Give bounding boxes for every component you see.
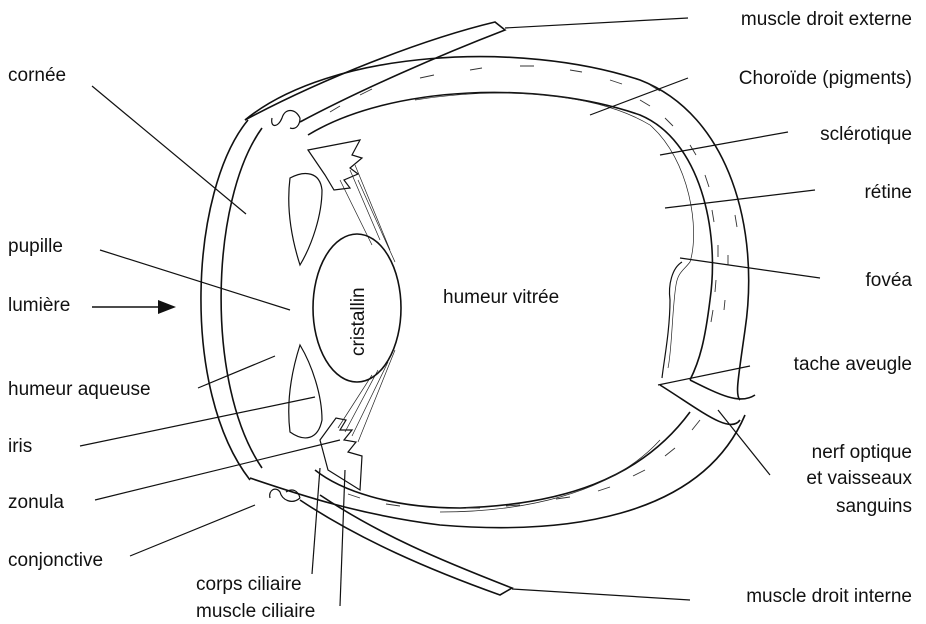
label-sclerotique: sclérotique bbox=[820, 124, 912, 145]
conjunctiva-upper bbox=[272, 111, 300, 129]
label-cornee: cornée bbox=[8, 65, 66, 86]
label-nerf-optique-2: et vaisseaux bbox=[806, 468, 912, 489]
leader-zonula bbox=[95, 440, 340, 500]
label-cristallin: cristallin bbox=[348, 287, 369, 356]
leader-muscle-droit-interne bbox=[512, 589, 690, 600]
leader-iris bbox=[80, 397, 315, 446]
leader-sclerotique bbox=[660, 132, 788, 155]
label-tache-aveugle: tache aveugle bbox=[794, 354, 912, 375]
ciliary-body-upper bbox=[308, 140, 362, 190]
label-nerf-optique-3: sanguins bbox=[836, 496, 912, 517]
label-conjonctive: conjonctive bbox=[8, 550, 103, 571]
optic-nerve bbox=[660, 380, 755, 425]
leader-fovea bbox=[680, 258, 820, 278]
fovea-dip bbox=[662, 262, 682, 378]
light-arrow bbox=[92, 300, 176, 314]
label-choroide: Choroïde (pigments) bbox=[739, 68, 912, 89]
labels: muscle droit externe Choroïde (pigments)… bbox=[8, 9, 912, 622]
label-corps-ciliaire: corps ciliaire bbox=[196, 574, 302, 595]
leader-muscle-ciliaire bbox=[340, 470, 345, 606]
leader-cornee bbox=[92, 86, 246, 214]
retina-line-lower bbox=[440, 440, 660, 512]
iris-upper bbox=[289, 174, 322, 265]
leader-pupille bbox=[100, 250, 290, 310]
cornea-inner bbox=[221, 128, 262, 468]
leader-corps-ciliaire bbox=[312, 468, 320, 574]
label-nerf-optique-1: nerf optique bbox=[812, 442, 912, 463]
label-muscle-ciliaire: muscle ciliaire bbox=[196, 601, 315, 622]
medial-rectus-muscle bbox=[300, 495, 512, 595]
leader-tache-aveugle bbox=[658, 366, 750, 385]
eye-drawing bbox=[92, 22, 755, 595]
leader-muscle-droit-externe bbox=[505, 18, 688, 28]
label-retine: rétine bbox=[864, 182, 912, 203]
iris-lower bbox=[289, 345, 322, 438]
label-zonula: zonula bbox=[8, 492, 64, 513]
label-pupille: pupille bbox=[8, 236, 63, 257]
label-muscle-droit-externe: muscle droit externe bbox=[741, 9, 912, 30]
label-humeur-aqueuse: humeur aqueuse bbox=[8, 379, 151, 400]
leader-choroide bbox=[590, 78, 688, 115]
leader-humeur-aqueuse bbox=[198, 356, 275, 388]
cornea-outer bbox=[201, 120, 250, 480]
label-iris: iris bbox=[8, 436, 32, 457]
conjunctiva-lower bbox=[270, 489, 300, 501]
retina-line bbox=[415, 93, 694, 368]
leader-conjonctive bbox=[130, 505, 255, 556]
label-humeur-vitree: humeur vitrée bbox=[443, 287, 559, 308]
label-muscle-droit-interne: muscle droit interne bbox=[746, 586, 912, 607]
label-fovea: fovéa bbox=[866, 270, 913, 291]
leader-nerf-optique bbox=[718, 410, 770, 475]
label-lumiere: lumière bbox=[8, 295, 70, 316]
